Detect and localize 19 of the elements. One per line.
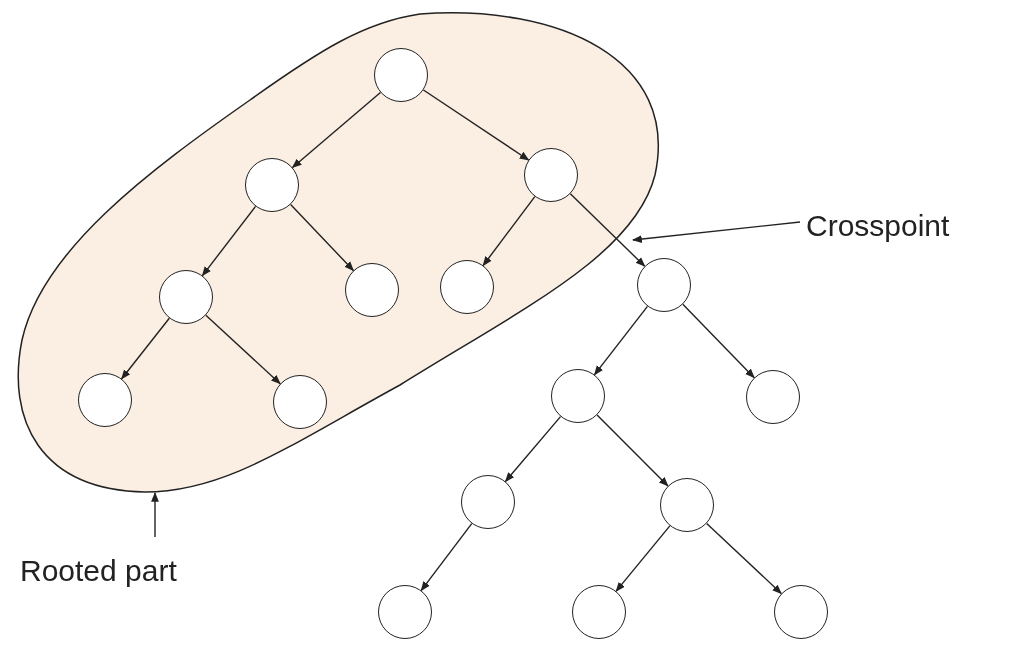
arrow xyxy=(289,203,355,272)
arrow xyxy=(422,89,530,161)
arrow xyxy=(420,522,473,592)
arrow xyxy=(569,193,646,267)
arrow xyxy=(482,195,536,267)
arrow xyxy=(615,525,671,592)
leader-arrow xyxy=(151,492,159,538)
arrow xyxy=(706,522,783,595)
arrow xyxy=(682,303,755,379)
callout-text: Crosspoint xyxy=(806,203,950,248)
callout-text: Rooted part xyxy=(20,548,177,593)
arrow xyxy=(596,414,669,487)
arrow xyxy=(121,317,170,380)
arrow xyxy=(201,205,257,277)
arrow xyxy=(593,305,649,376)
arrow xyxy=(504,415,562,483)
arrow xyxy=(291,91,382,169)
arrow xyxy=(205,314,281,385)
leader-arrow xyxy=(632,221,801,243)
